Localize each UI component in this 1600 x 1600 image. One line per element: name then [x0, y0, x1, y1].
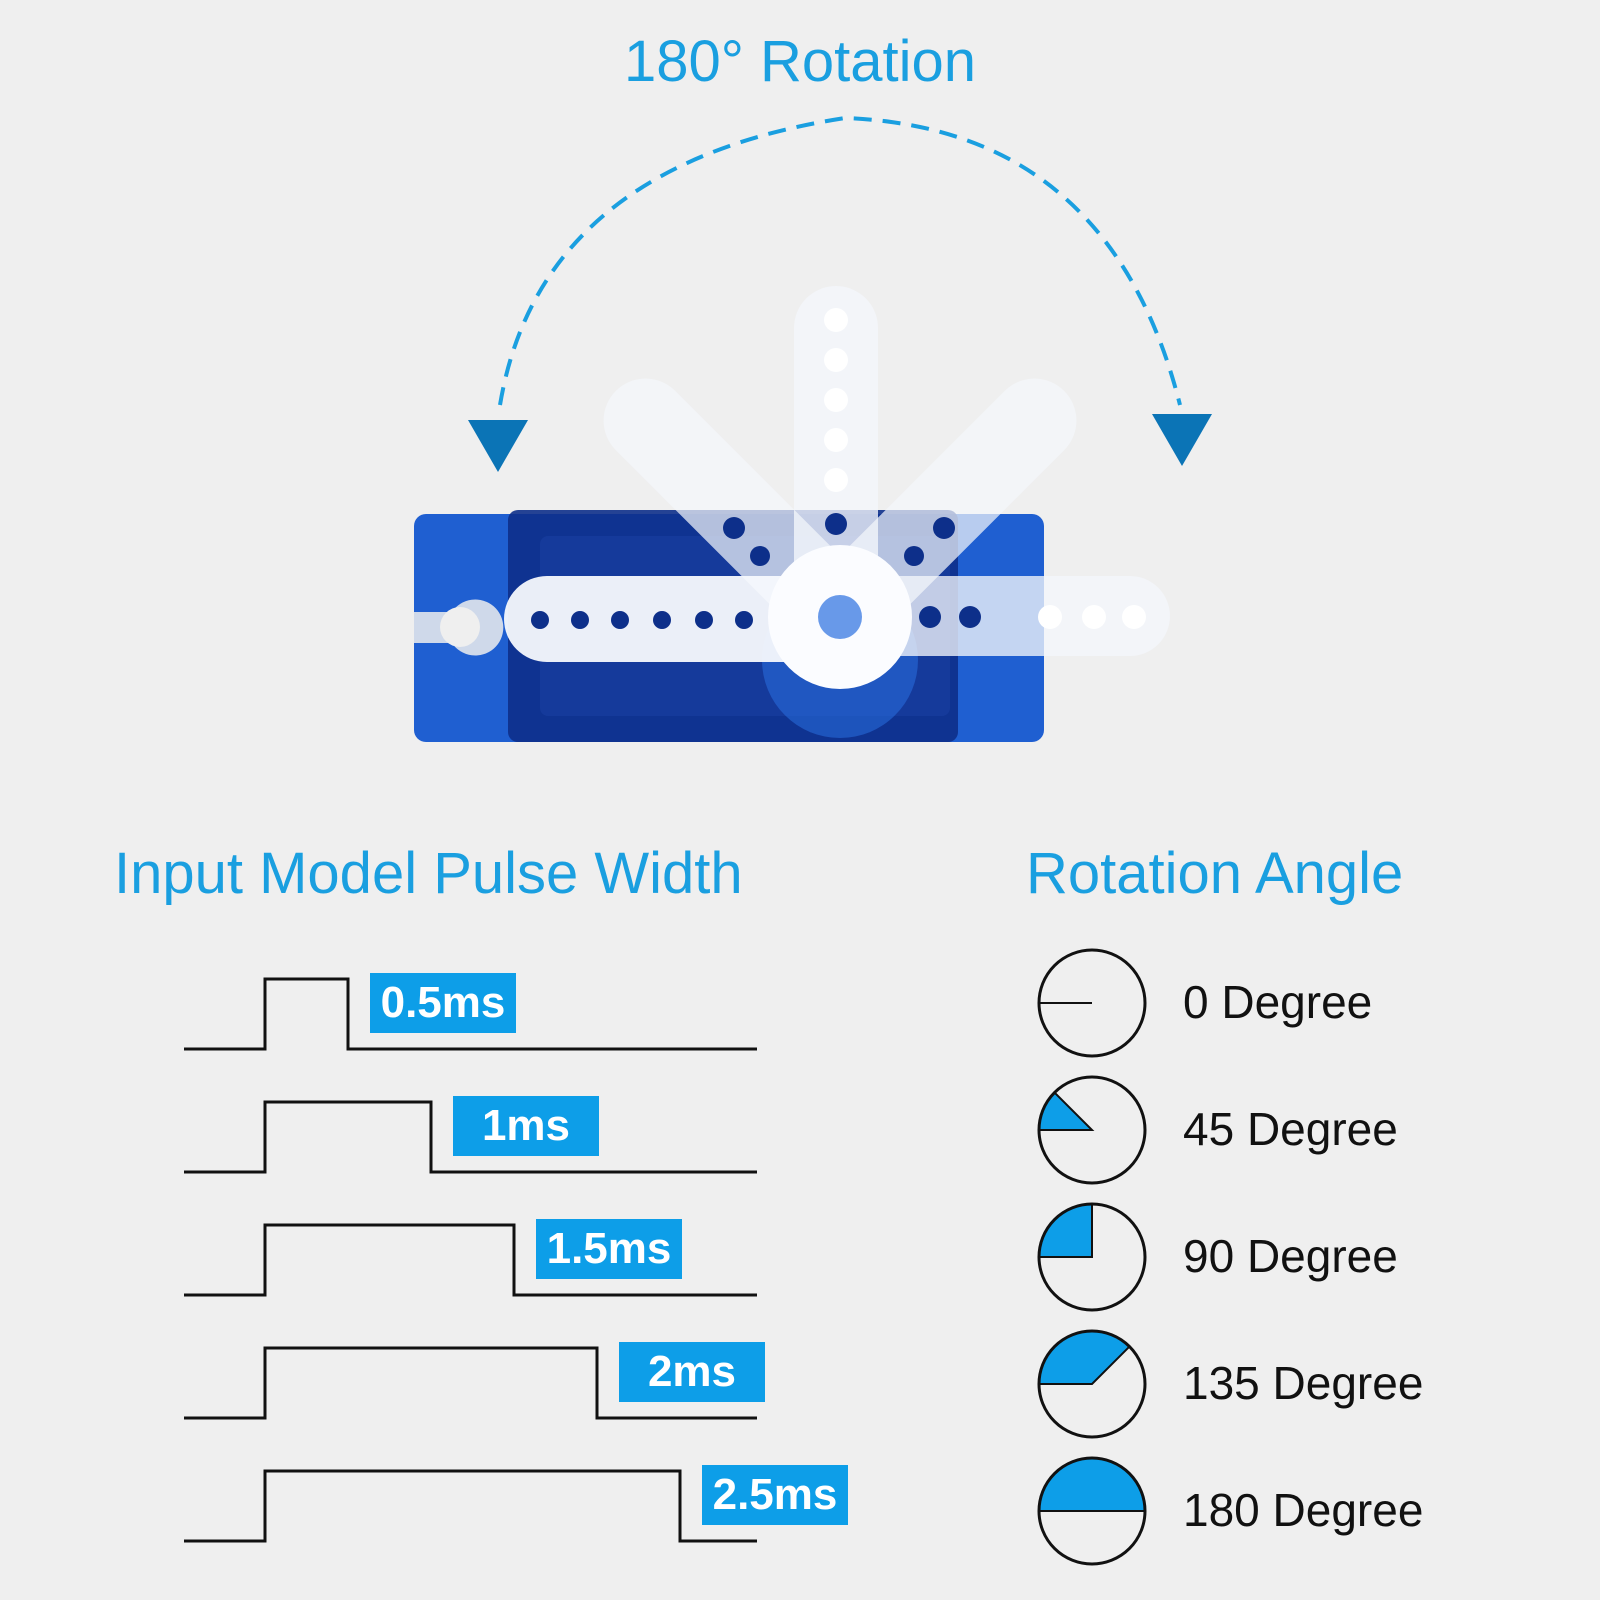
pulse-waveform-group [184, 977, 757, 1543]
rotation-arrow-icon [468, 115, 1212, 472]
pulse-width-label: 1.5ms [536, 1219, 682, 1279]
angle-dial-icon [1037, 1075, 1147, 1185]
pulse-section-title: Input Model Pulse Width [114, 841, 743, 906]
angle-section-title: Rotation Angle [1026, 841, 1404, 906]
angle-label: 90 Degree [1183, 1230, 1398, 1282]
angle-label: 135 Degree [1183, 1357, 1424, 1409]
angle-dial-icon [1037, 948, 1147, 1058]
pulse-width-label: 1ms [453, 1096, 599, 1156]
pulse-waveform-icon [184, 1223, 757, 1297]
pulse-width-label: 2ms [619, 1342, 765, 1402]
angle-dial-icon [1037, 1202, 1147, 1312]
angle-label: 0 Degree [1183, 976, 1373, 1028]
pulse-waveform-icon [184, 1346, 757, 1420]
pulse-waveform-icon [184, 977, 757, 1051]
pulse-waveform-icon [184, 1100, 757, 1174]
angle-label: 180 Degree [1183, 1484, 1424, 1536]
angle-dial-icon [1037, 1329, 1147, 1439]
angle-dial-icon [1037, 1456, 1147, 1566]
angle-label: 45 Degree [1183, 1103, 1398, 1155]
pulse-waveform-icon [184, 1469, 757, 1543]
angle-dial-group [1037, 948, 1147, 1566]
main-title: 180° Rotation [623, 29, 977, 94]
servo-horn [504, 308, 1146, 689]
pulse-width-label: 0.5ms [370, 973, 516, 1033]
pulse-width-label: 2.5ms [702, 1465, 848, 1525]
